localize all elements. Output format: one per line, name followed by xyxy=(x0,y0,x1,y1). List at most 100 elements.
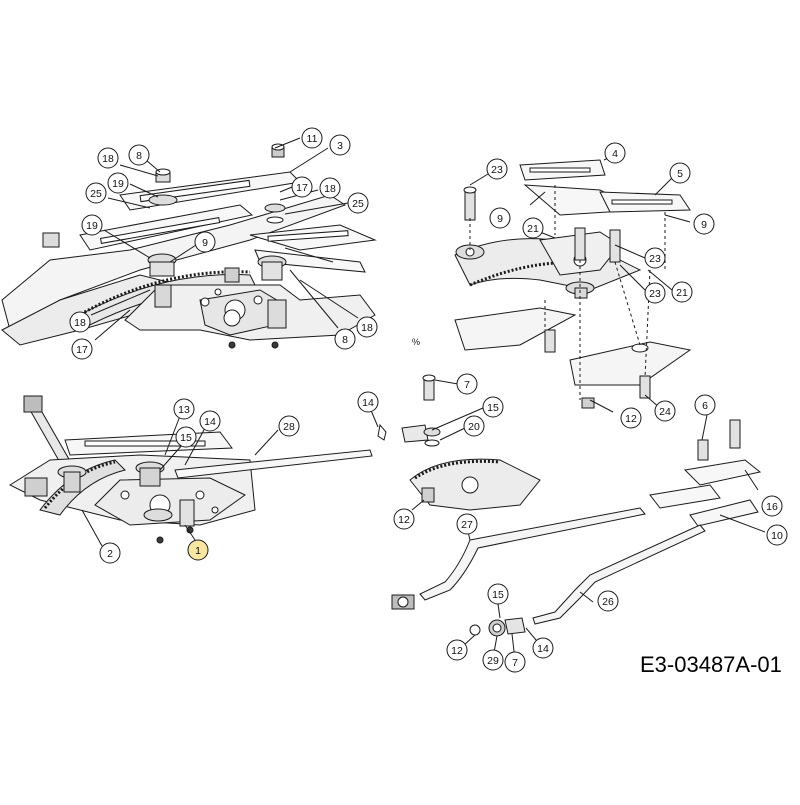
callout-17: 17 xyxy=(291,176,313,198)
callout-circle xyxy=(669,162,691,184)
assembly-mid-left xyxy=(8,395,387,547)
callout-label: 23 xyxy=(491,164,503,176)
callout-circle xyxy=(456,513,478,535)
callout-circle xyxy=(175,426,197,448)
callout-label: 15 xyxy=(487,402,499,414)
callout-circle xyxy=(291,176,313,198)
callout-9: 9 xyxy=(693,213,715,235)
callout-2: 2 xyxy=(99,542,121,564)
callout-circle xyxy=(489,207,511,229)
callout-29: 29 xyxy=(482,649,504,671)
callout-25: 25 xyxy=(347,192,369,214)
callout-1: 1 xyxy=(187,539,209,561)
assembly-top-left xyxy=(1,137,377,349)
callout-label: 19 xyxy=(86,220,98,232)
callout-label: 17 xyxy=(296,182,308,194)
assembly-bottom-right xyxy=(391,414,766,661)
callout-circle xyxy=(107,172,129,194)
callout-circle xyxy=(357,391,379,413)
callout-label: 23 xyxy=(649,288,661,300)
callout-circle xyxy=(522,217,544,239)
callout-18: 18 xyxy=(69,311,91,333)
callout-circle xyxy=(128,144,150,166)
callout-circle xyxy=(347,192,369,214)
callout-label: 25 xyxy=(352,198,364,210)
callout-label: 3 xyxy=(337,140,343,152)
callout-circle xyxy=(81,214,103,236)
callout-circle xyxy=(463,415,485,437)
callout-circle xyxy=(504,651,526,673)
callout-label: 18 xyxy=(324,183,336,195)
callout-label: 6 xyxy=(702,400,708,412)
callout-11: 11 xyxy=(301,127,323,149)
callout-label: 14 xyxy=(537,643,549,655)
callout-label: 25 xyxy=(90,188,102,200)
callout-21: 21 xyxy=(671,281,693,303)
callout-circle xyxy=(85,182,107,204)
callout-15: 15 xyxy=(482,396,504,418)
callout-circle xyxy=(486,158,508,180)
callout-3: 3 xyxy=(329,134,351,156)
callout-label: 12 xyxy=(398,514,410,526)
callout-label: 17 xyxy=(76,344,88,356)
callout-circle xyxy=(766,524,788,546)
callout-7: 7 xyxy=(456,373,478,395)
callout-19: 19 xyxy=(107,172,129,194)
callout-14: 14 xyxy=(199,410,221,432)
callout-label: 18 xyxy=(74,317,86,329)
document-code: E3-03487A-01 xyxy=(640,652,782,677)
callout-circle xyxy=(487,583,509,605)
callout-21: 21 xyxy=(522,217,544,239)
callout-18: 18 xyxy=(319,177,341,199)
svg-text:%: % xyxy=(412,337,420,347)
callout-circle xyxy=(532,637,554,659)
callout-15: 15 xyxy=(175,426,197,448)
callout-label: 10 xyxy=(771,530,783,542)
callout-label: 23 xyxy=(649,253,661,265)
assembly-mid-center xyxy=(401,374,541,511)
callout-circle xyxy=(69,311,91,333)
callout-9: 9 xyxy=(194,231,216,253)
callout-label: 18 xyxy=(102,153,114,165)
callout-label: 4 xyxy=(612,148,618,160)
callout-label: 7 xyxy=(512,657,518,669)
callout-circle xyxy=(604,142,626,164)
callout-12: 12 xyxy=(446,639,468,661)
callout-circle xyxy=(482,649,504,671)
callout-circle xyxy=(482,396,504,418)
callout-label: 27 xyxy=(461,519,473,531)
callout-circle xyxy=(99,542,121,564)
callout-label: 15 xyxy=(180,432,192,444)
callout-label: 5 xyxy=(677,168,683,180)
callout-label: 8 xyxy=(342,334,348,346)
callout-8: 8 xyxy=(334,328,356,350)
callout-label: 21 xyxy=(527,223,539,235)
callout-label: 7 xyxy=(464,379,470,391)
callout-label: 11 xyxy=(307,133,318,145)
callout-14: 14 xyxy=(532,637,554,659)
callout-12: 12 xyxy=(620,407,642,429)
callout-19: 19 xyxy=(81,214,103,236)
callout-15: 15 xyxy=(487,583,509,605)
callout-circle xyxy=(194,231,216,253)
callout-label: 9 xyxy=(701,219,707,231)
callout-circle xyxy=(597,590,619,612)
callout-circle xyxy=(644,247,666,269)
callout-label: 1 xyxy=(195,545,201,557)
callout-circle xyxy=(71,338,93,360)
callout-25: 25 xyxy=(85,182,107,204)
callout-circle xyxy=(329,134,351,156)
callout-circle xyxy=(319,177,341,199)
callout-17: 17 xyxy=(71,338,93,360)
callout-18: 18 xyxy=(97,147,119,169)
callout-circle xyxy=(393,508,415,530)
callout-circle xyxy=(654,400,676,422)
callout-8: 8 xyxy=(128,144,150,166)
callout-label: 14 xyxy=(204,416,216,428)
callout-label: 2 xyxy=(107,548,113,560)
callout-circle xyxy=(173,398,195,420)
callout-circle xyxy=(761,495,783,517)
